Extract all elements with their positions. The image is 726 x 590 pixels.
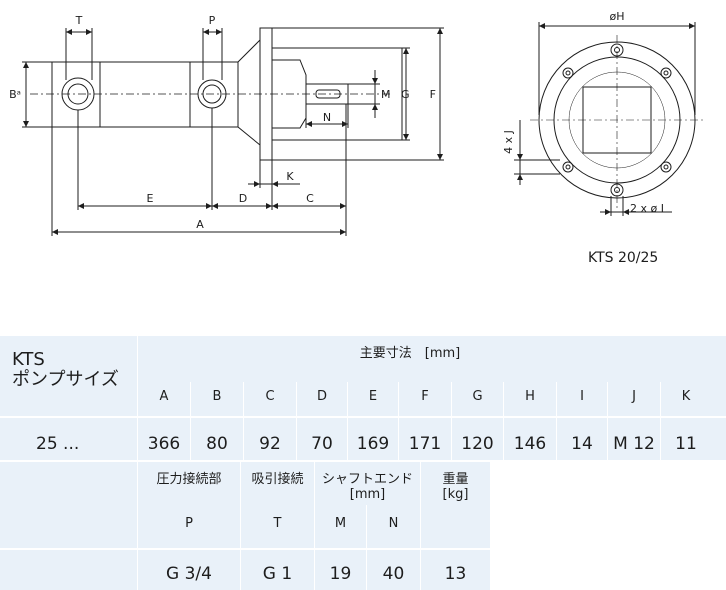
sub-M: M <box>334 516 347 531</box>
val-C: 92 <box>259 434 281 454</box>
label-J: 4 x J <box>502 130 515 154</box>
val-K: 11 <box>675 434 697 454</box>
header-suction-connection: 吸引接続 <box>251 472 304 487</box>
col-E: E <box>368 389 378 404</box>
col-D: D <box>316 389 327 404</box>
val-E: 169 <box>356 434 390 454</box>
val-M: 19 <box>329 564 352 584</box>
sub-T: T <box>273 516 282 531</box>
col-G: G <box>472 389 483 404</box>
col-I: I <box>580 389 584 404</box>
sub-P: P <box>185 516 193 531</box>
row-title: KTS ポンプサイズ <box>12 350 119 390</box>
val-N: 40 <box>382 564 405 584</box>
table2-value-band <box>0 550 490 590</box>
label-N: N <box>323 111 331 124</box>
label-D: D <box>239 192 247 205</box>
val-A: 366 <box>147 434 181 454</box>
val-T: G 1 <box>262 564 293 584</box>
label-G: G <box>401 88 410 101</box>
sub-N: N <box>388 516 399 531</box>
val-D: 70 <box>311 434 333 454</box>
val-H: 146 <box>513 434 547 454</box>
table2-header-band <box>0 462 490 548</box>
label-F: F <box>430 88 436 101</box>
label-M: M <box>381 88 391 101</box>
col-K: K <box>681 389 691 404</box>
label-C: C <box>306 192 314 205</box>
val-I: 14 <box>571 434 593 454</box>
val-G: 120 <box>461 434 494 454</box>
label-T: T <box>75 14 83 27</box>
col-A: A <box>159 389 169 404</box>
header-shaft-end-unit: [mm] <box>349 487 386 502</box>
header-weight: 重量 <box>442 472 469 487</box>
val-F: 171 <box>408 434 442 454</box>
col-H: H <box>525 389 535 404</box>
table1-header-band <box>0 336 726 416</box>
col-C: C <box>265 389 275 404</box>
label-E: E <box>147 192 154 205</box>
label-P: P <box>209 14 216 27</box>
label-H: øH <box>609 10 624 23</box>
model-label: KTS 20/25 <box>588 250 659 266</box>
table1-value-band <box>0 418 726 460</box>
pump-body-outline <box>51 61 239 128</box>
val-P: G 3/4 <box>166 564 212 584</box>
row-title-line1: KTS <box>12 349 45 370</box>
header-pressure-connection: 圧力接続部 <box>156 472 222 487</box>
val-J: M 12 <box>613 434 655 454</box>
group-header: 主要寸法 [mm] <box>359 346 461 361</box>
val-B: 80 <box>206 434 228 454</box>
col-F: F <box>421 389 429 404</box>
col-J: J <box>632 389 636 404</box>
label-B: Bᵃ <box>9 88 21 101</box>
header-shaft-end: シャフトエンド <box>321 472 413 487</box>
technical-drawing: T P Bᵃ M G F N K E D C A <box>9 10 704 236</box>
label-A: A <box>196 218 204 231</box>
val-weight: 13 <box>444 564 467 584</box>
header-weight-unit: [kg] <box>442 487 469 502</box>
row-label: 25 ... <box>36 434 80 454</box>
col-B: B <box>212 389 222 404</box>
row-title-line2: ポンプサイズ <box>12 369 119 390</box>
label-I: 2 x ø I <box>630 202 664 215</box>
label-K: K <box>286 170 294 183</box>
